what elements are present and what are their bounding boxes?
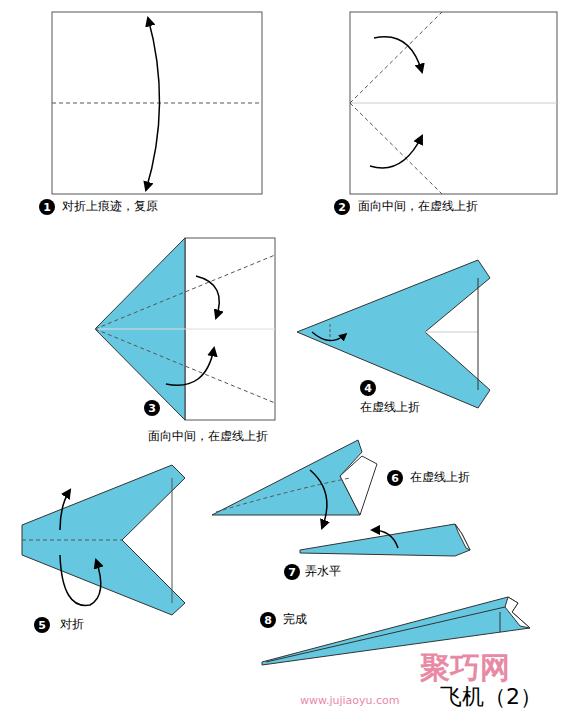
step-caption: 在虚线上折: [360, 400, 420, 416]
step-number: 4: [360, 380, 376, 396]
step-number-text: 3: [148, 403, 156, 414]
step-number: 7: [284, 564, 300, 580]
step-number: 3: [144, 400, 160, 416]
step-caption: 弄水平: [305, 564, 341, 580]
step-caption: 在虚线上折: [410, 470, 470, 486]
watermark-url: www.jujiaoyu.com: [300, 694, 400, 708]
step-number: 2: [334, 199, 350, 215]
step-number-text: 7: [288, 567, 296, 578]
step-caption: 面向中间，在虚线上折: [148, 429, 268, 445]
step-caption: 完成: [283, 612, 307, 628]
step-number: 1: [39, 199, 55, 215]
step-number: 8: [260, 612, 276, 628]
step-caption: 对折上痕迹，复原: [62, 199, 158, 215]
step-number-text: 2: [338, 202, 346, 213]
step-number-text: 4: [364, 383, 372, 394]
step-number-text: 8: [264, 615, 272, 626]
step-caption: 对折: [60, 617, 84, 633]
step-number-text: 5: [38, 620, 46, 631]
step-number-text: 6: [391, 473, 399, 484]
watermark: 聚巧网: [420, 648, 510, 687]
step-number: 5: [34, 617, 50, 633]
diagram-title: 飞机（2）: [440, 684, 542, 710]
step-number-text: 1: [43, 202, 51, 213]
step-number: 6: [387, 470, 403, 486]
step-caption: 面向中间，在虚线上折: [358, 199, 478, 215]
